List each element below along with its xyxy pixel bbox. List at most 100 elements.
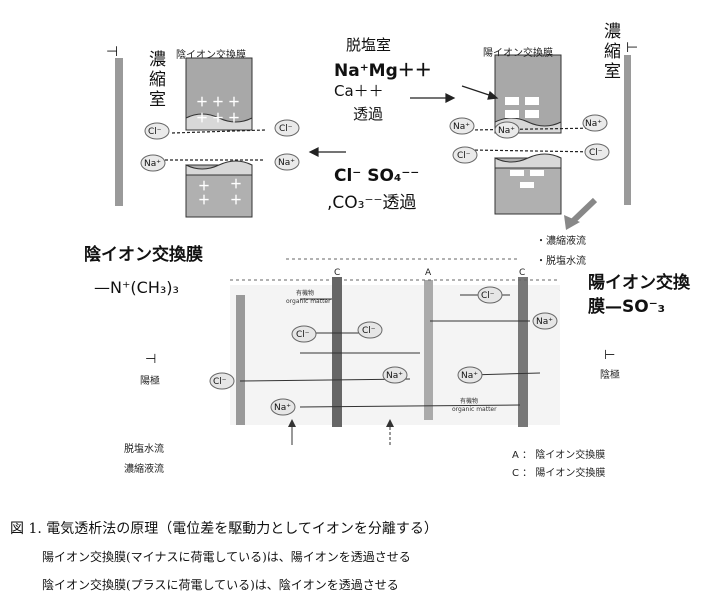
ion-oval [144,122,170,140]
ion-oval [477,286,503,304]
anode-symbol-icon: ⊣ [106,44,119,60]
cation-list-line1: Na⁺Mg＋＋ [334,61,432,81]
cation-pass-text: 透過 [353,105,384,123]
anode-label: 陽極 [140,376,160,387]
right-chamber-label: 濃縮室 [600,22,620,82]
plus-sign: ＋ [230,193,242,207]
cathode-lower-icon: ⊢ [604,348,616,363]
ion-label: Cl⁻ [296,330,310,340]
ion-oval [457,366,483,384]
ion-oval [274,119,300,137]
left-chamber-label: 濃縮室 [145,50,165,110]
anode-lower-icon: ⊣ [145,352,157,367]
ion-oval [274,153,300,171]
left-electrode-bar [115,58,123,206]
ion-label: Na⁺ [461,371,478,381]
legend-a: A ： 陰イオン交換膜 [512,450,606,461]
plus-sign: ＋ [212,111,224,125]
left-membrane-top-block: ＋ ＋ ＋ ＋ ＋ ＋ [185,57,253,131]
plus-sign: ＋ [198,193,210,207]
plus-sign: ＋ [228,111,240,125]
membrane-bar [332,277,342,427]
cation-membrane-label-line1: 陽イオン交換 [588,273,690,293]
ion-label: Na⁺ [386,371,403,381]
cation-membrane-label-line2: 膜—SO⁻₃ [588,297,666,317]
membrane-letter: C [519,268,525,278]
cathode-symbol-icon: ⊢ [626,40,639,56]
ion-label: Cl⁻ [279,124,293,134]
ion-label: Na⁺ [274,403,291,413]
ion-oval [270,398,296,416]
membrane-bar [518,277,528,427]
lower-conc-flow-label: 濃縮液流 [124,464,164,475]
anion-list-line2: ,CO₃⁻⁻透過 [327,193,417,213]
ion-label: Na⁺ [144,159,161,169]
membrane-letter: A [425,268,432,278]
desalt-chamber-title: 脱塩室 [346,36,392,54]
legend-concentrate-flow: ・濃縮液流 [536,236,586,247]
ion-label: Cl⁻ [457,151,471,161]
arrow-head [386,419,394,427]
membrane-bar [236,295,245,425]
ion-label: Cl⁻ [362,326,376,336]
ion-label: Na⁺ [498,126,515,136]
plus-sign: ＋ [228,95,240,109]
plus-sign: ＋ [196,95,208,109]
ion-label: Cl⁻ [213,377,227,387]
flow-out-arrow [564,197,598,230]
figure-caption-title: 図 1. 電気透析法の原理（電位差を駆動力としてイオンを分離する） [10,521,438,537]
cathode-label: 陰極 [600,370,620,381]
ion-label: Cl⁻ [481,291,495,301]
plus-sign: ＋ [212,95,224,109]
plus-sign: ＋ [230,177,242,191]
right-electrode-bar [624,55,631,205]
anion-membrane-formula: —N⁺(CH₃)₃ [94,278,179,297]
ion-oval [449,117,475,135]
ion-oval [209,372,235,390]
right-membrane-title: 陽イオン交換膜 [483,48,553,59]
arrow-to-membrane [461,85,493,97]
anion-list-line1: Cl⁻ SO₄⁻⁻ [334,166,420,186]
ion-label: Na⁺ [278,158,295,168]
legend-desalt-flow: ・脱塩水流 [536,256,586,267]
cation-list-line2: Ca＋＋ [334,82,384,100]
organic-label: 有機物 [460,397,478,405]
ion-oval [494,121,520,139]
ion-oval [532,312,558,330]
organic-label: organic matter [452,406,497,413]
ion-oval [452,146,478,164]
lower-diagram-svg: Cl⁻ Na⁺ Cl⁻ Cl⁻ Na⁺ Na⁺ Cl⁻ Na⁺ C A C 有機… [209,258,560,445]
anion-membrane-label: 陰イオン交換膜 [84,245,203,265]
ion-oval [584,143,610,161]
ion-oval [357,321,383,339]
ion-oval [382,366,408,384]
membrane-bar [424,280,433,420]
lower-desalt-flow-label: 脱塩水流 [124,444,164,455]
plus-sign: ＋ [196,111,208,125]
organic-label: 有機物 [296,289,314,297]
right-membrane-bottom-block [494,153,562,215]
ion-label: Cl⁻ [148,127,162,137]
ion-label: Na⁺ [585,119,602,129]
bullet-icon: ・ [536,256,546,267]
figure-caption-line1: 陽イオン交換膜(マイナスに荷電している)は、陽イオンを透過させる [42,550,411,564]
ion-label: Cl⁻ [589,148,603,158]
ion-oval [291,325,317,343]
left-membrane-bottom-block: ＋ ＋ ＋ ＋ [185,160,253,218]
right-membrane-top-block [494,54,562,134]
bullet-icon: ・ [536,236,546,247]
organic-label: organic matter [286,298,331,305]
ion-oval [582,114,608,132]
membrane-letter: C [334,268,340,278]
arrow-line [239,378,411,382]
ion-label: Na⁺ [536,317,553,327]
legend-c: C ： 陽イオン交換膜 [512,468,606,479]
arrow-line [299,404,521,408]
left-membrane-title: 陰イオン交換膜 [176,50,246,61]
left-membrane-svg: ＋ ＋ ＋ ＋ ＋ ＋ ＋ ＋ ＋ ＋ [140,54,631,230]
plus-sign: ＋ [198,179,210,193]
ion-oval [140,154,166,172]
ion-label: Na⁺ [453,122,470,132]
arrow-head [288,419,296,427]
figure-caption-line2: 陰イオン交換膜(プラスに荷電している)は、陰イオンを透過させる [42,578,399,592]
